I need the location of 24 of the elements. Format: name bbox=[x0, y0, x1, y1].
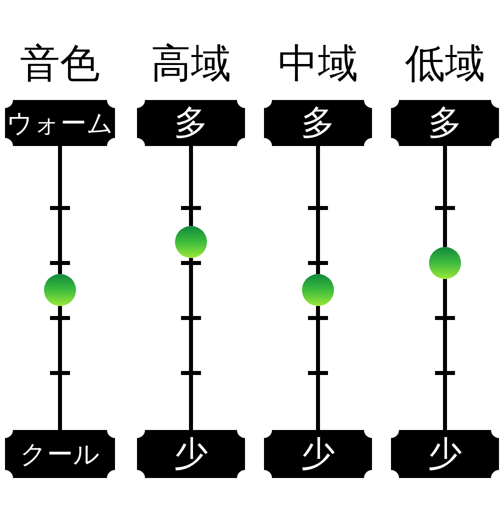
slider-track bbox=[58, 146, 62, 274]
slider-knob bbox=[44, 274, 76, 306]
label-plaque: 少 bbox=[391, 430, 499, 478]
column-heading: 高域 bbox=[151, 40, 231, 89]
column-heading: 音色 bbox=[20, 40, 100, 89]
label-plaque: クール bbox=[5, 430, 115, 478]
slider-knob bbox=[429, 247, 461, 279]
column-heading: 低域 bbox=[405, 40, 485, 89]
slider-track bbox=[443, 146, 447, 247]
slider-knob bbox=[302, 274, 334, 306]
label-plaque: 多 bbox=[137, 100, 245, 146]
slider-knob bbox=[175, 226, 207, 258]
label-plaque: ウォーム bbox=[5, 100, 115, 146]
label-plaque: 少 bbox=[264, 430, 372, 478]
label-plaque: 少 bbox=[137, 430, 245, 478]
slider-track bbox=[58, 306, 62, 430]
column-heading: 中域 bbox=[278, 40, 358, 89]
slider-track bbox=[189, 146, 193, 226]
label-plaque: 多 bbox=[391, 100, 499, 146]
slider-track bbox=[443, 279, 447, 430]
slider-track bbox=[316, 306, 320, 430]
label-plaque: 多 bbox=[264, 100, 372, 146]
slider-track bbox=[189, 258, 193, 430]
slider-track bbox=[316, 146, 320, 274]
